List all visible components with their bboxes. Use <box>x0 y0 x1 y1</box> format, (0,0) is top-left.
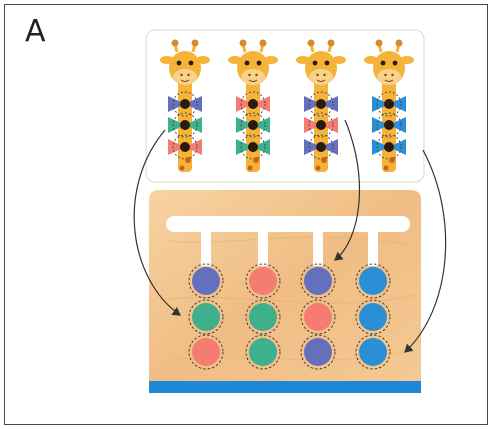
mapping-arrows <box>133 119 447 353</box>
giraffe-ring <box>304 112 338 138</box>
giraffe-2 <box>228 39 278 172</box>
bead <box>188 263 224 299</box>
giraffe-ring <box>372 112 406 138</box>
wooden-board <box>149 190 421 393</box>
bead <box>188 299 224 335</box>
peg-column-3 <box>300 230 336 370</box>
giraffe-ring <box>236 112 270 138</box>
giraffe-3 <box>296 39 346 172</box>
giraffe-row <box>160 39 414 172</box>
bead <box>188 334 224 370</box>
giraffe-card <box>145 29 425 183</box>
giraffe-ring <box>304 134 338 160</box>
peg-crossbar <box>166 216 410 232</box>
giraffe-ring <box>304 91 338 117</box>
bead <box>355 299 391 335</box>
peg-columns <box>188 230 391 370</box>
bead <box>355 263 391 299</box>
giraffe-ring <box>372 91 406 117</box>
bead <box>300 299 336 335</box>
giraffe-ring <box>372 134 406 160</box>
bead <box>245 334 281 370</box>
giraffe-ring <box>168 134 202 160</box>
peg-column-2 <box>245 230 281 370</box>
giraffe-4 <box>364 39 414 172</box>
bead <box>245 299 281 335</box>
peg-column-4 <box>355 230 391 370</box>
bead <box>300 334 336 370</box>
bead <box>300 263 336 299</box>
giraffe-ring <box>236 134 270 160</box>
board-base-strip <box>149 381 421 393</box>
giraffe-1 <box>160 39 210 172</box>
bead <box>355 334 391 370</box>
giraffe-ring <box>168 91 202 117</box>
arrow-giraffe4-to-column4 <box>404 149 447 353</box>
giraffe-ring <box>236 91 270 117</box>
arrow-giraffe3-to-column2 <box>334 119 361 261</box>
giraffe-ring <box>168 112 202 138</box>
peg-column-1 <box>188 230 224 370</box>
arrow-giraffe1-to-column1 <box>133 129 181 316</box>
bead <box>245 263 281 299</box>
panel-label: A <box>25 14 46 49</box>
